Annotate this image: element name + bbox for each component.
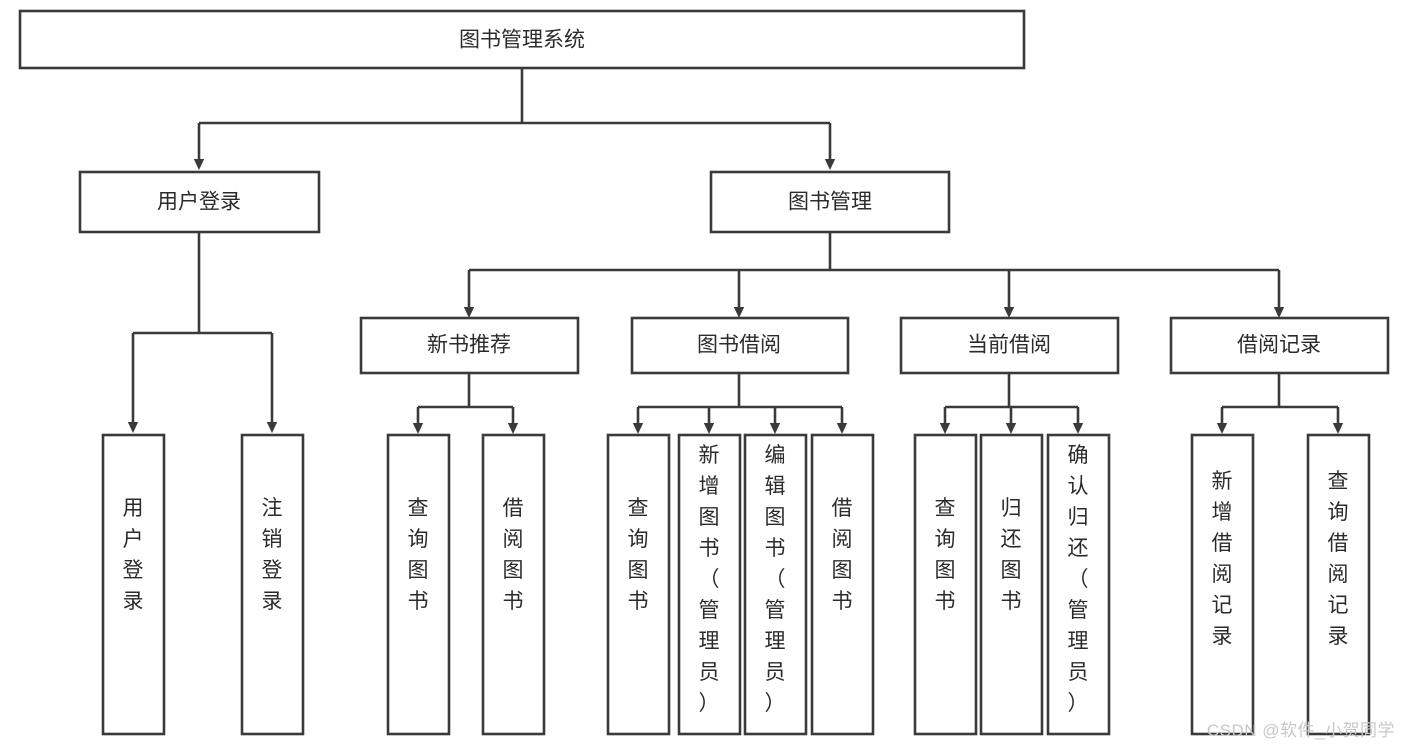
node-book-borrow[interactable]: 图书借阅 <box>630 316 850 375</box>
leaf-label-add-book: 新增图书（管理员） <box>699 444 720 715</box>
leaf-node[interactable]: 注销登录 <box>240 433 305 736</box>
leaf-label-borrow-book-1: 借阅图书 <box>503 497 524 613</box>
leaf-label-query-book-1: 查询图书 <box>408 497 429 613</box>
node-book-manage[interactable]: 图书管理 <box>709 170 951 234</box>
leaf-node[interactable]: 用户登录 <box>101 433 166 736</box>
leaf-node[interactable]: 查询图书 <box>913 433 978 736</box>
root-box[interactable] <box>18 9 1026 70</box>
node-user-login[interactable]: 用户登录 <box>78 170 321 234</box>
leaf-node[interactable]: 查询图书 <box>606 433 671 736</box>
leaf-box-logout[interactable] <box>240 433 305 736</box>
leaf-node[interactable]: 查询借阅记录 <box>1306 433 1371 736</box>
leaf-box-edit-book[interactable] <box>743 433 808 736</box>
current-borrow-label: 当前借阅 <box>967 334 1051 357</box>
leaf-box-user-login[interactable] <box>101 433 166 736</box>
new-book-recommend-box[interactable] <box>359 316 580 375</box>
leaf-label-query-book-3: 查询图书 <box>935 497 956 613</box>
leaf-node[interactable]: 编辑图书（管理员） <box>743 433 808 736</box>
leaf-box-borrow-book-2[interactable] <box>810 433 875 736</box>
book-manage-box[interactable] <box>709 170 951 234</box>
leaf-label-add-record: 新增借阅记录 <box>1212 470 1233 648</box>
leaf-label-return-book: 归还图书 <box>1001 497 1022 613</box>
leaf-label-query-record: 查询借阅记录 <box>1328 470 1349 648</box>
leaf-node[interactable]: 借阅图书 <box>810 433 875 736</box>
leaf-node[interactable]: 新增图书（管理员） <box>677 433 742 736</box>
borrow-record-label: 借阅记录 <box>1237 334 1321 357</box>
leaf-label-edit-book: 编辑图书（管理员） <box>765 444 786 715</box>
leaf-node[interactable]: 确认归还（管理员） <box>1046 433 1111 736</box>
node-current-borrow[interactable]: 当前借阅 <box>899 316 1120 375</box>
leaf-box-add-record[interactable] <box>1190 433 1255 736</box>
leaf-node[interactable]: 借阅图书 <box>481 433 546 736</box>
user-login-label: 用户登录 <box>157 191 241 214</box>
node-new-book-recommend[interactable]: 新书推荐 <box>359 316 580 375</box>
node-root-system[interactable]: 图书管理系统 <box>18 9 1026 70</box>
leaf-box-query-book-3[interactable] <box>913 433 978 736</box>
leaf-node[interactable]: 新增借阅记录 <box>1190 433 1255 736</box>
leaf-node[interactable]: 归还图书 <box>979 433 1044 736</box>
new-book-recommend-label: 新书推荐 <box>427 334 511 357</box>
user-login-box[interactable] <box>78 170 321 234</box>
current-borrow-box[interactable] <box>899 316 1120 375</box>
leaf-label-query-book-2: 查询图书 <box>628 497 649 613</box>
node-borrow-record[interactable]: 借阅记录 <box>1169 316 1390 375</box>
leaf-box-confirm-return[interactable] <box>1046 433 1111 736</box>
leaf-node[interactable]: 查询图书 <box>386 433 451 736</box>
book-borrow-box[interactable] <box>630 316 850 375</box>
borrow-record-box[interactable] <box>1169 316 1390 375</box>
book-manage-label: 图书管理 <box>788 191 872 214</box>
leaf-box-add-book[interactable] <box>677 433 742 736</box>
connector-layer <box>127 68 1344 434</box>
leaf-label-borrow-book-2: 借阅图书 <box>832 497 853 613</box>
leaf-box-query-book-2[interactable] <box>606 433 671 736</box>
csdn-watermark: CSDN @软件_小贺同学 <box>1206 721 1395 740</box>
leaf-label-user-login: 用户登录 <box>123 497 144 613</box>
leaf-box-borrow-book-1[interactable] <box>481 433 546 736</box>
leaf-label-confirm-return: 确认归还（管理员） <box>1068 444 1089 715</box>
leaf-box-return-book[interactable] <box>979 433 1044 736</box>
leaf-box-query-record[interactable] <box>1306 433 1371 736</box>
root-label: 图书管理系统 <box>459 29 585 52</box>
leaf-box-query-book-1[interactable] <box>386 433 451 736</box>
leaf-label-logout: 注销登录 <box>262 497 283 613</box>
book-borrow-label: 图书借阅 <box>697 334 781 357</box>
